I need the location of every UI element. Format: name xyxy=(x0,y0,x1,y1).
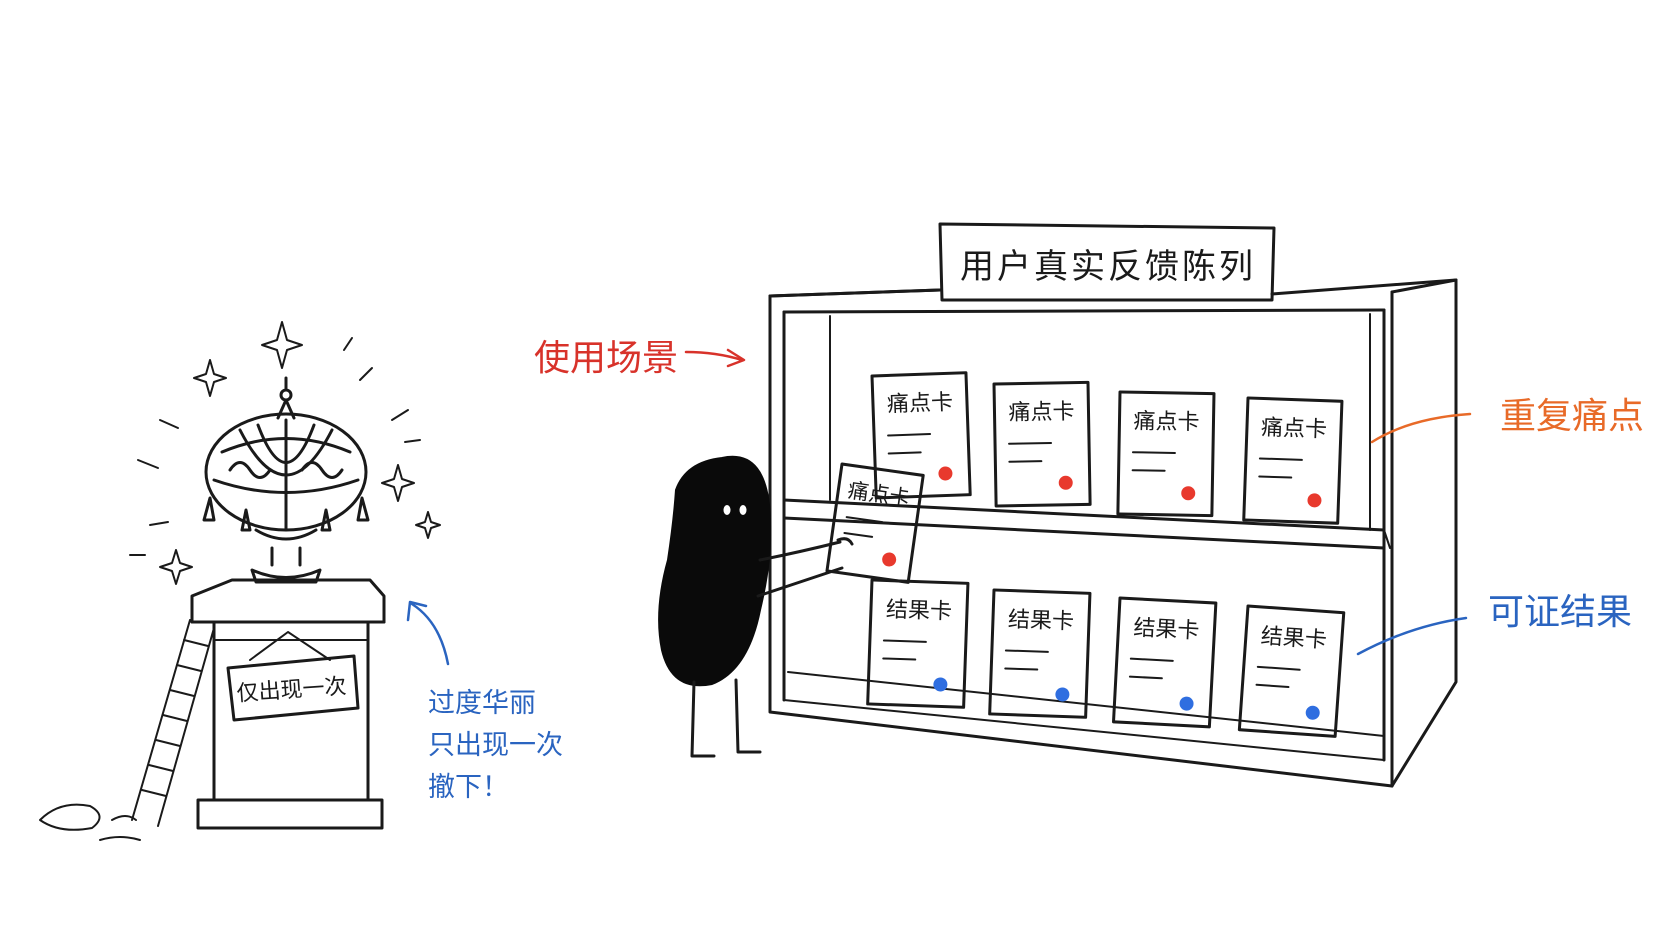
result-card-label: 结果卡 xyxy=(1008,608,1075,635)
result-card: 结果卡 xyxy=(1237,604,1346,738)
pain-card-label: 痛点卡 xyxy=(1261,415,1328,442)
provable-results-text: 可证结果 xyxy=(1488,592,1632,633)
ladder xyxy=(39,619,215,841)
blue-dot xyxy=(1305,705,1320,720)
result-card: 结果卡 xyxy=(1112,596,1218,729)
arrow-right-icon xyxy=(684,350,744,362)
result-card-label: 结果卡 xyxy=(1260,624,1328,654)
red-dot xyxy=(938,466,953,481)
blue-dot xyxy=(1179,696,1194,711)
result-card-label: 结果卡 xyxy=(1133,616,1200,644)
blue-dot xyxy=(933,677,948,692)
result-card: 结果卡 xyxy=(988,588,1092,719)
shelf-sign: 用户真实反馈陈列 xyxy=(938,222,1276,302)
red-dot xyxy=(1307,493,1322,508)
pedestal-tag: 仅出现一次 xyxy=(226,631,360,722)
usage-scene-label: 使用场景 xyxy=(534,338,746,379)
removed-note-line-3: 撤下！ xyxy=(428,772,509,803)
removed-note-line-1: 过度华丽 xyxy=(428,688,536,719)
character-body xyxy=(658,455,772,687)
pain-card-label: 痛点卡 xyxy=(1008,400,1074,426)
pedestal xyxy=(190,578,386,830)
pain-card: 痛点卡 xyxy=(1242,396,1344,525)
pain-card: 痛点卡 xyxy=(992,380,1092,508)
provable-results-label: 可证结果 xyxy=(1356,592,1632,656)
trophy-icon xyxy=(202,376,370,584)
repeated-pain-text: 重复痛点 xyxy=(1500,396,1644,437)
result-card: 结果卡 xyxy=(866,578,970,709)
repeated-pain-label: 重复痛点 xyxy=(1370,396,1644,444)
pain-card-label: 痛点卡 xyxy=(887,390,954,417)
red-dot xyxy=(882,552,897,567)
character: 痛点卡 xyxy=(658,455,925,758)
display-cabinet: 用户真实反馈陈列 痛点卡 xyxy=(768,222,1458,788)
removed-note: 过度华丽 只出现一次 撤下！ xyxy=(406,600,563,803)
blue-dot xyxy=(1055,687,1070,702)
pain-card-label: 痛点卡 xyxy=(1133,409,1199,435)
pain-card: 痛点卡 xyxy=(870,371,972,500)
pedestal-group: 仅出现一次 xyxy=(39,321,441,841)
shelf-sign-text: 用户真实反馈陈列 xyxy=(960,247,1256,287)
eye xyxy=(723,505,731,515)
red-dot xyxy=(1181,486,1196,501)
eye xyxy=(739,505,747,515)
result-card-label: 结果卡 xyxy=(886,598,953,625)
sparkle-icon xyxy=(129,321,441,585)
pedestal-tag-text: 仅出现一次 xyxy=(236,674,347,707)
usage-scene-text: 使用场景 xyxy=(534,338,678,379)
held-card-label: 痛点卡 xyxy=(846,478,912,511)
pain-card: 痛点卡 xyxy=(1116,390,1216,518)
red-dot xyxy=(1058,475,1073,490)
removed-note-line-2: 只出现一次 xyxy=(428,730,563,761)
